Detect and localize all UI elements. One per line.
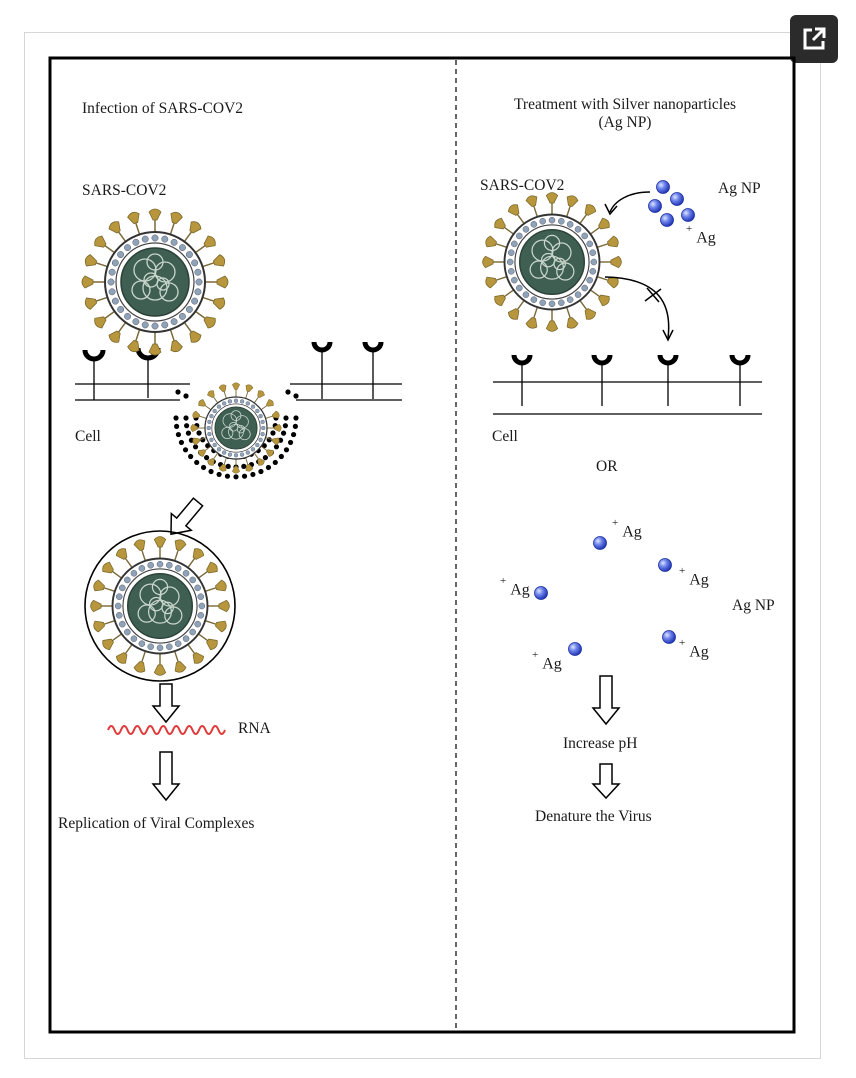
ag-nanoparticle-cluster [648, 180, 695, 227]
hollow-arrow-diagonal [170, 497, 204, 536]
ag-ion-label: +Ag [679, 637, 709, 661]
agnp-label-top: Ag NP [718, 180, 761, 197]
ag-charge: + [686, 223, 693, 235]
or-label: OR [596, 458, 618, 475]
left-virus-label: SARS-COV2 [82, 182, 167, 199]
right-title-line2: (Ag NP) [598, 114, 652, 131]
sars-cov2-virus-treated [482, 192, 622, 332]
rna-label: RNA [238, 720, 271, 737]
endosome [84, 530, 236, 682]
ag-ion-label: +Ag [679, 565, 709, 589]
figure-card [24, 32, 821, 1059]
ag-ion-label: +Ag [612, 517, 642, 541]
ag-symbol: Ag [696, 229, 716, 247]
ag-particles-scattered [534, 536, 676, 656]
right-cell-membrane [493, 381, 762, 415]
diagram-frame [48, 56, 796, 1034]
left-result-label: Replication of Viral Complexes [58, 815, 255, 832]
increase-ph-label: Increase pH [563, 735, 638, 752]
sars-cov2-virus [81, 208, 229, 356]
hollow-arrow-down [151, 751, 181, 802]
agnp-label-bottom: Ag NP [732, 597, 775, 614]
denature-label: Denature the Virus [535, 808, 652, 825]
right-receptors [511, 354, 751, 406]
ag-ion-label: +Ag [500, 575, 530, 599]
right-title-line1: Treatment with Silver nanoparticles [514, 96, 736, 113]
hollow-arrow-down [591, 763, 621, 800]
left-panel-title: Infection of SARS-COV2 [82, 100, 244, 117]
left-cell-label: Cell [75, 428, 101, 445]
sars-cov2-virus-endocytosed [190, 382, 282, 474]
hollow-arrow-down [591, 675, 621, 726]
expand-button[interactable] [790, 15, 838, 63]
sars-cov2-virus-in-endosome [90, 536, 230, 676]
ag-ion-label: +Ag [686, 224, 716, 247]
blocked-binding-arrow [604, 276, 674, 342]
rna-strand [107, 725, 226, 735]
right-panel-title: Treatment with Silver nanoparticles (Ag … [470, 96, 780, 132]
agnp-attack-arrow [604, 191, 651, 216]
ag-ion-label: +Ag [532, 649, 562, 673]
right-cell-label: Cell [492, 428, 518, 445]
right-virus-label: SARS-COV2 [480, 177, 565, 194]
hollow-arrow-down [151, 683, 181, 724]
external-link-icon [803, 27, 826, 50]
left-receptors [82, 341, 384, 400]
